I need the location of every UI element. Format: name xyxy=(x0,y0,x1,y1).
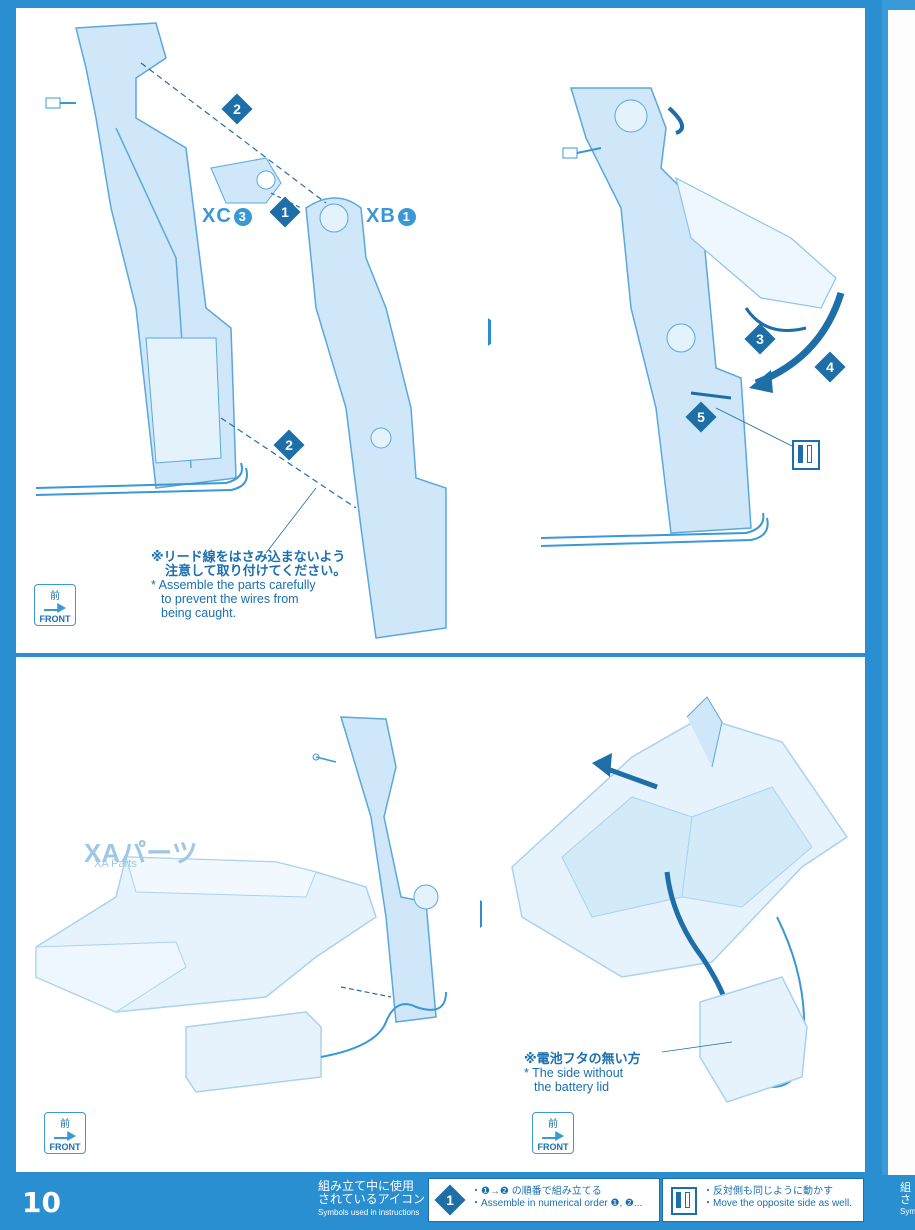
front-arrow-icon xyxy=(44,603,66,613)
footer-icons-label: 組み立て中に使用 されているアイコン Symbols used in instr… xyxy=(318,1179,426,1218)
page-number: 10 xyxy=(22,1186,61,1219)
arm-closing-illustration xyxy=(540,87,845,547)
wire-caution-note: ※リード線をはさみ込まないよう 注意して取り付けてください。 * Assembl… xyxy=(151,549,347,621)
step-4-marker: 4 xyxy=(814,351,846,383)
step-1-marker: 1 xyxy=(269,196,301,228)
panel-step-bottom-right: ※電池フタの無い方 * The side without the battery… xyxy=(482,657,865,1172)
front-badge-2: 前 FRONT xyxy=(44,1112,86,1154)
front-badge: 前 FRONT xyxy=(34,584,76,626)
legend-order: 1 ・❶→❷ の順番で組み立てる ・Assemble in numerical … xyxy=(428,1178,660,1222)
panel-step-top-right: 3 4 5 xyxy=(491,8,865,653)
base-attach-illustration xyxy=(35,716,447,1093)
xa-parts-sublabel: XA Parts xyxy=(94,858,137,870)
base-flipped-illustration xyxy=(511,696,849,1103)
front-badge-3: 前 FRONT xyxy=(532,1112,574,1154)
opposite-side-icon xyxy=(671,1187,697,1215)
step-2-marker-bottom: 2 xyxy=(273,429,305,461)
next-page-edge xyxy=(888,10,915,1175)
xa-parts-label: XAパーツ xyxy=(84,838,198,868)
legend-opposite: ・反対側も同じように動かす ・Move the opposite side as… xyxy=(662,1178,864,1222)
step-5-marker: 5 xyxy=(685,401,717,433)
front-arrow-icon xyxy=(542,1131,564,1141)
panel-step-bottom-left: 前 FRONT xyxy=(16,657,482,1172)
battery-lid-note: ※電池フタの無い方 * The side without the battery… xyxy=(524,1051,641,1095)
step-number-icon: 1 xyxy=(434,1184,466,1216)
next-page-edge-label: 組 さ Sym xyxy=(900,1182,915,1216)
opposite-side-icon xyxy=(792,440,820,470)
front-arrow-icon xyxy=(54,1131,76,1141)
step-2-marker-top: 2 xyxy=(221,93,253,125)
step-3-marker: 3 xyxy=(744,323,776,355)
arm-assembly-illustration xyxy=(35,22,447,639)
